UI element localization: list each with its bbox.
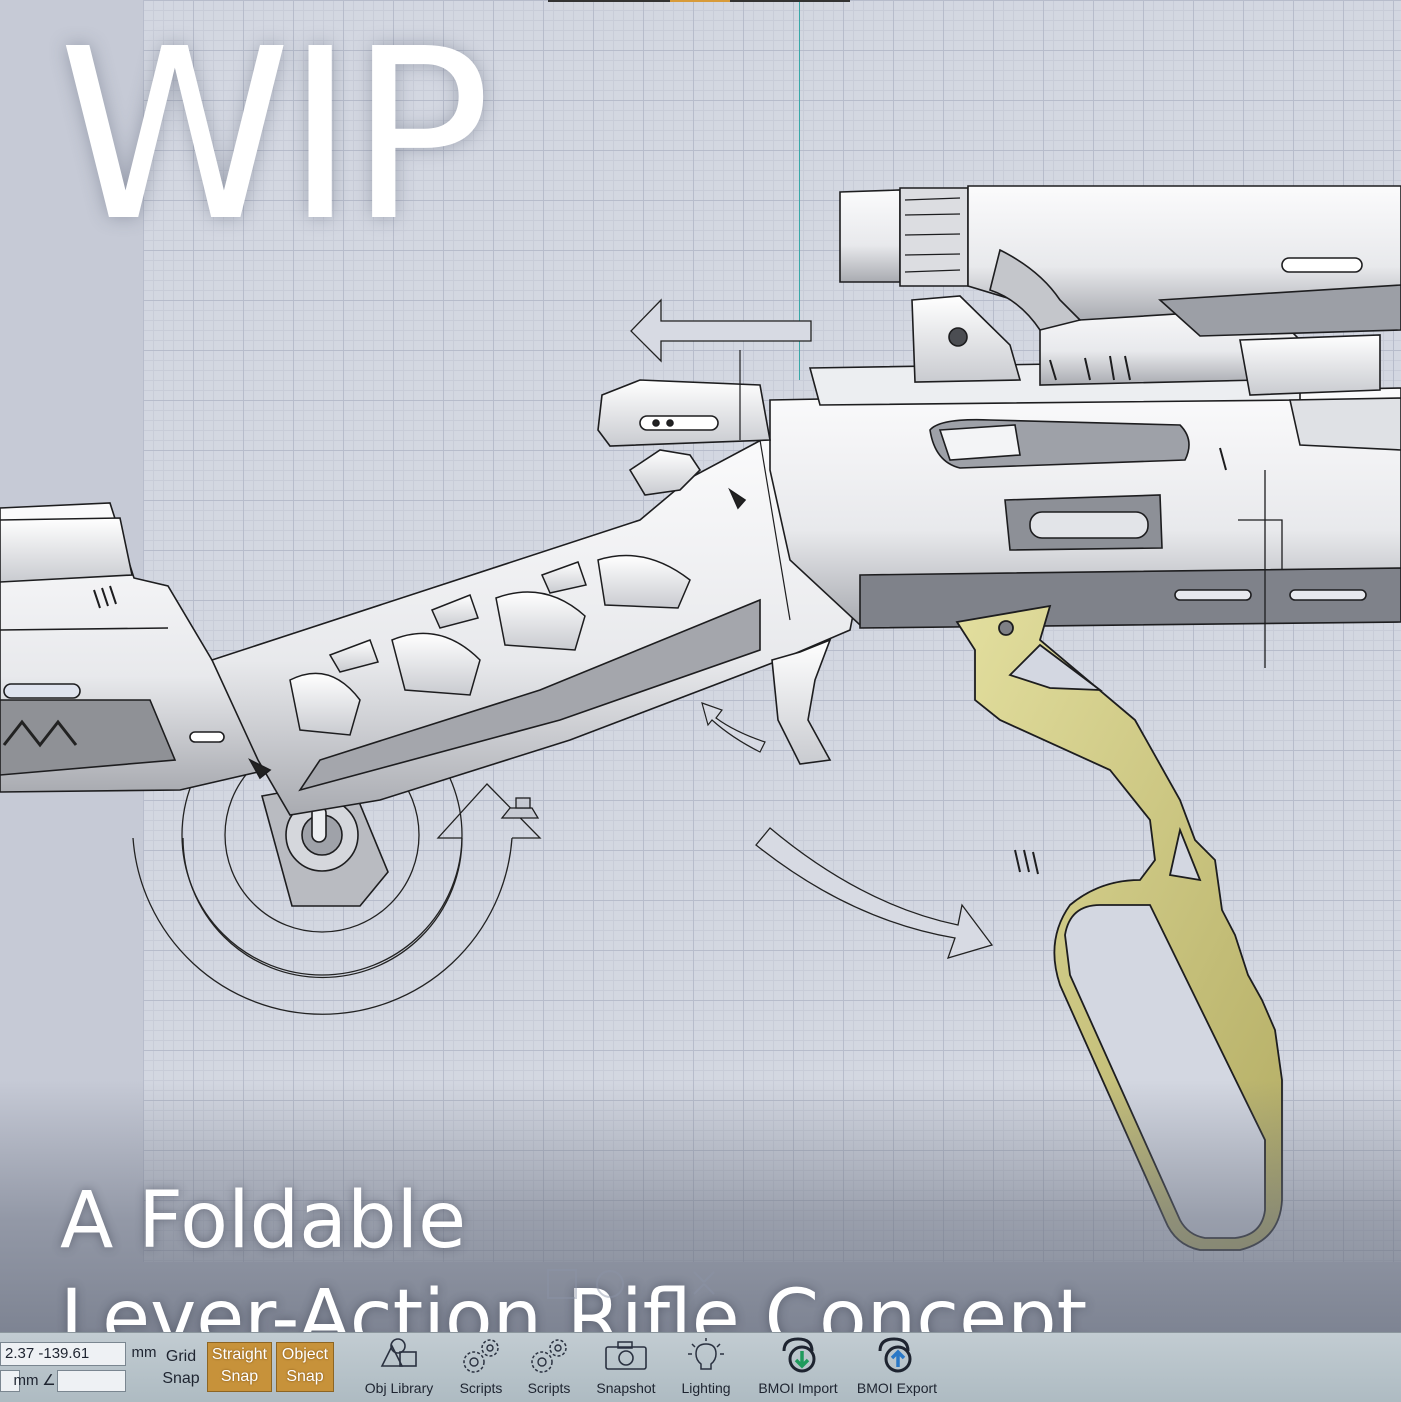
top-rail-block [597, 295, 1302, 447]
wip-heading: WIP [58, 0, 491, 273]
title-fade-overlay [0, 1080, 1401, 1332]
bottom-toolbar: 2.37 -139.61 mm mm ∠ Grid Snap Straight … [0, 1332, 1401, 1402]
scope [839, 185, 1401, 451]
obj-library-label: Obj Library [364, 1380, 434, 1396]
straight-snap-line-1: Straight [211, 1346, 268, 1363]
bmoi-import-label: BMOI Import [758, 1380, 838, 1396]
camera-icon [605, 1341, 647, 1370]
gears-icon [531, 1339, 567, 1373]
concept-title-line-1: A Foldable [60, 1176, 467, 1266]
angle-field[interactable] [57, 1370, 126, 1392]
bmoi-export-icon [878, 1337, 912, 1373]
scripts-label-1: Scripts [459, 1380, 503, 1396]
trigger-rotate-arrow [701, 702, 766, 753]
cad-viewport[interactable]: WIP A Foldable Lever-Action Rifle Concep… [0, 0, 1401, 1332]
obj-library-icon [380, 1338, 417, 1367]
coords-unit-label: mm [131, 1344, 157, 1361]
bmoi-export-label: BMOI Export [856, 1380, 938, 1396]
grid-snap-toggle[interactable]: Grid Snap [158, 1346, 204, 1390]
coordinates-field[interactable]: 2.37 -139.61 [0, 1342, 126, 1366]
object-snap-toggle[interactable]: Object Snap [276, 1342, 334, 1392]
rifle-drawing [0, 185, 1401, 1251]
concept-title-line-2: Lever-Action Rifle Concept [60, 1274, 1088, 1332]
straight-snap-toggle[interactable]: Straight Snap [207, 1342, 272, 1392]
snapshot-label: Snapshot [596, 1380, 656, 1396]
grid-snap-line-1: Grid [165, 1348, 197, 1365]
fold-left-arrow [630, 298, 812, 363]
action-receiver [769, 387, 1401, 668]
construction-lines [739, 350, 791, 621]
lighting-label: Lighting [681, 1380, 731, 1396]
ghost-toolbar-icons [547, 1269, 715, 1299]
distance-field[interactable] [0, 1370, 20, 1392]
object-snap-line-1: Object [281, 1346, 329, 1363]
concept-title: A Foldable Lever-Action Rifle Concept [60, 1172, 1087, 1332]
viewport-top-bar-accent [670, 0, 730, 2]
angle-icon: ∠ [42, 1372, 56, 1389]
bmoi-import-icon [782, 1337, 816, 1373]
grid-snap-line-2: Snap [162, 1370, 200, 1387]
object-snap-line-2: Snap [286, 1368, 324, 1385]
distance-unit-label: mm [13, 1372, 39, 1389]
pivot-marker [500, 797, 540, 819]
straight-snap-line-2: Snap [220, 1368, 259, 1385]
buttstock [0, 502, 311, 793]
y-axis-line [799, 0, 800, 380]
gears-icon [463, 1339, 499, 1373]
receiver-grip [210, 429, 861, 816]
hammer [628, 449, 702, 496]
scripts-label-2: Scripts [527, 1380, 571, 1396]
lightbulb-icon [688, 1338, 724, 1370]
trigger [771, 638, 832, 765]
lever-swing-arrow [755, 827, 994, 959]
